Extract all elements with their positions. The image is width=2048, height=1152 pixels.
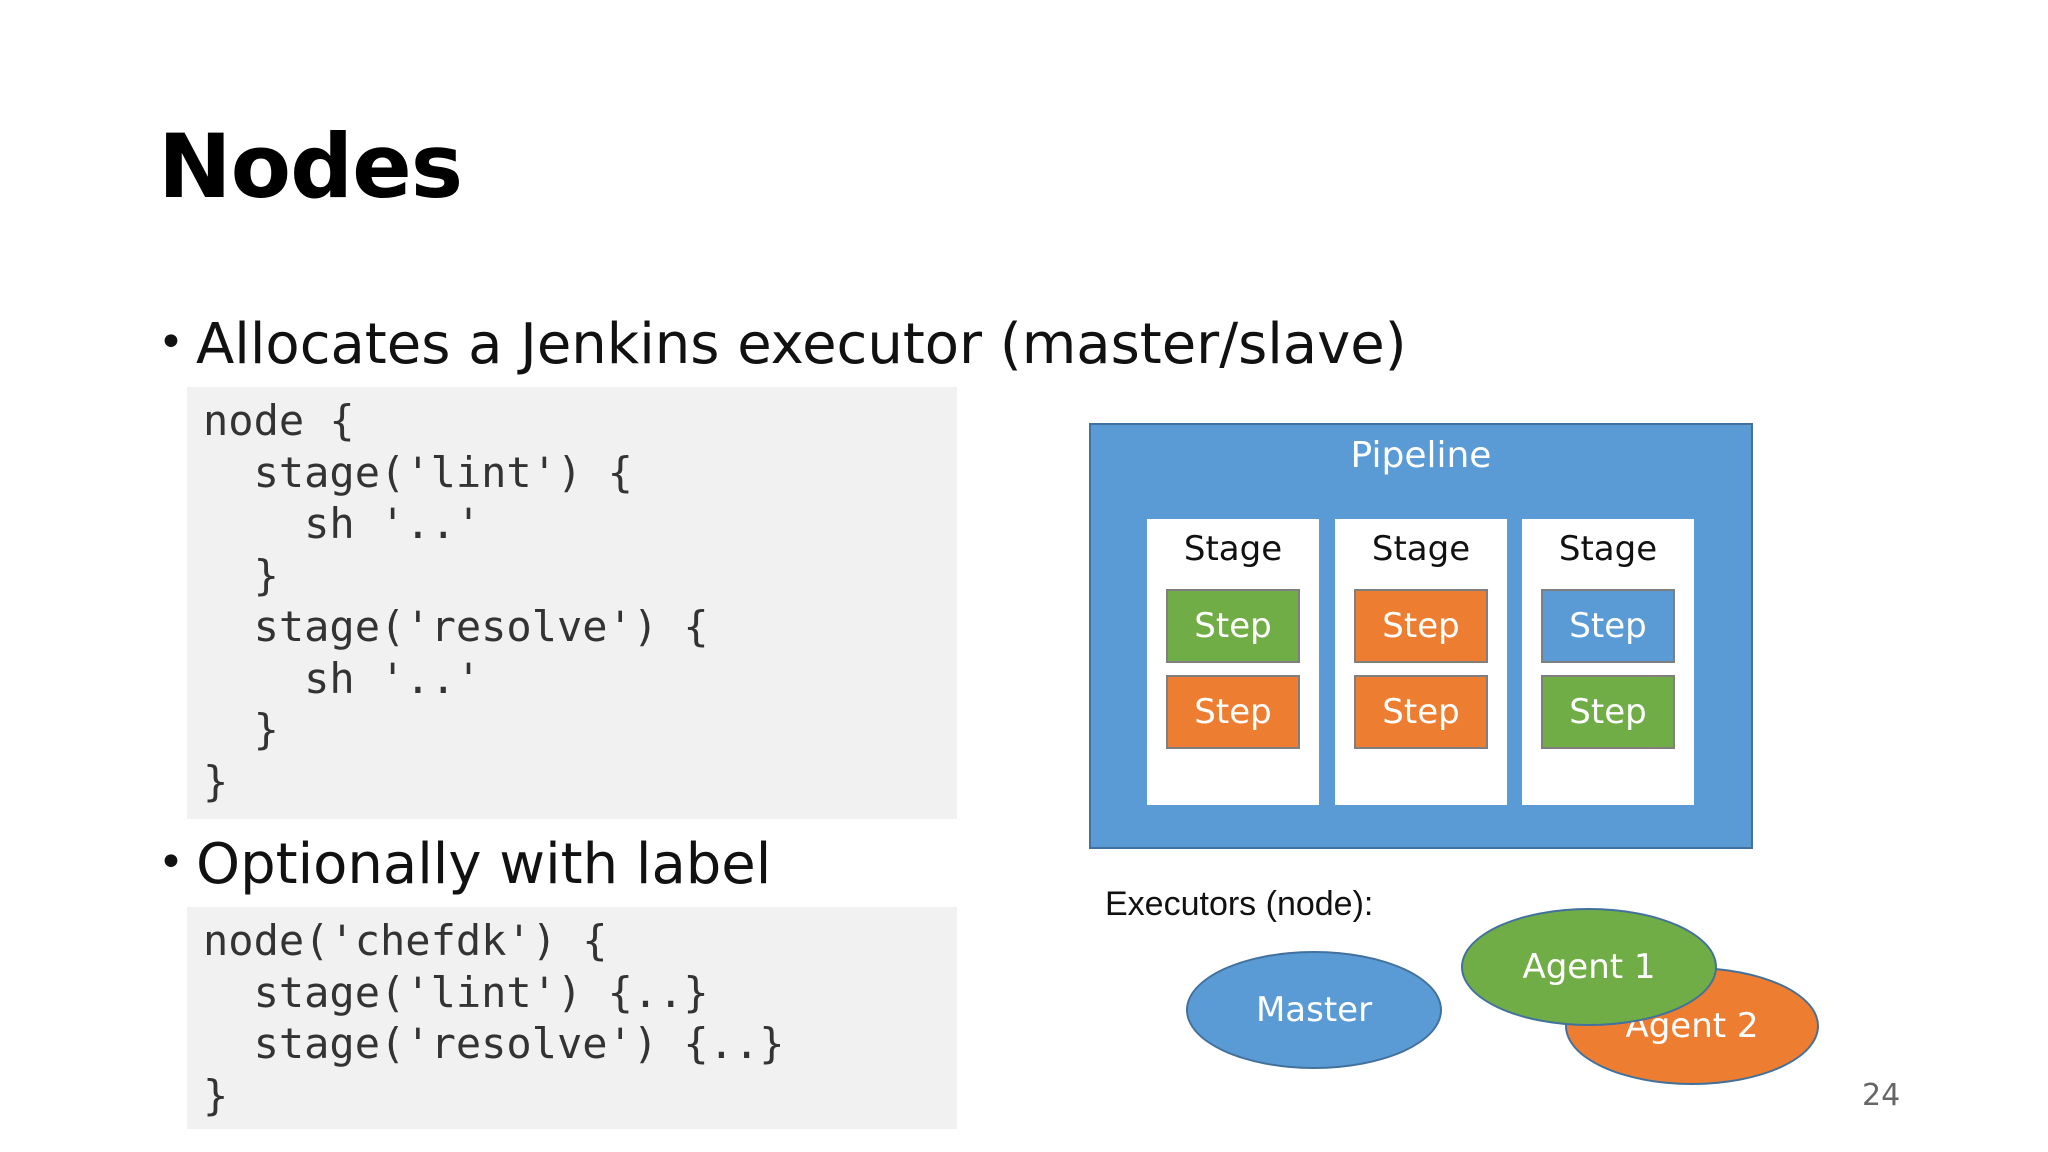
step-box: Step xyxy=(1354,675,1488,749)
bullet-dot: • xyxy=(158,317,184,368)
bullet-optional-label: •Optionally with label xyxy=(158,828,771,900)
code-block-node: node { stage('lint') { sh '..' } stage('… xyxy=(187,387,957,819)
stage-box: Stage Step Step xyxy=(1522,519,1694,805)
step-box: Step xyxy=(1541,675,1675,749)
pipeline-label: Pipeline xyxy=(1350,435,1492,476)
page-number: 24 xyxy=(1862,1078,1901,1113)
bullet-text: Optionally with label xyxy=(196,832,772,897)
executors-label: Executors (node): xyxy=(1105,885,1374,923)
stage-box: Stage Step Step xyxy=(1335,519,1507,805)
stage-label: Stage xyxy=(1371,529,1471,569)
code-line: stage('lint') {..} xyxy=(203,967,709,1017)
code-line: sh '..' xyxy=(203,499,482,548)
code-line: } xyxy=(203,756,229,806)
code-line: stage('lint') { xyxy=(203,447,633,497)
executor-agent-1: Agent 1 xyxy=(1461,908,1717,1026)
stage-label: Stage xyxy=(1558,529,1658,569)
code-line: } xyxy=(203,550,279,600)
code-line: stage('resolve') { xyxy=(203,602,709,651)
code-block-node-label: node('chefdk') { stage('lint') {..} stag… xyxy=(187,907,957,1129)
code-line: node('chefdk') { xyxy=(203,916,608,965)
pipeline-box: Pipeline Stage Step Step Stage Step Step… xyxy=(1089,423,1753,849)
slide-title: Nodes xyxy=(158,115,463,218)
executor-master: Master xyxy=(1186,951,1442,1069)
bullet-dot: • xyxy=(158,837,184,888)
code-line: } xyxy=(203,705,279,754)
bullet-text: Allocates a Jenkins executor (master/sla… xyxy=(196,312,1407,377)
step-box: Step xyxy=(1166,675,1300,749)
step-box: Step xyxy=(1166,589,1300,663)
step-box: Step xyxy=(1354,589,1488,663)
bullet-allocates-executor: •Allocates a Jenkins executor (master/sl… xyxy=(158,308,1407,380)
step-box: Step xyxy=(1541,589,1675,663)
stage-box: Stage Step Step xyxy=(1147,519,1319,805)
code-line: } xyxy=(203,1070,229,1120)
stage-label: Stage xyxy=(1183,529,1283,569)
code-line: node { xyxy=(203,396,355,445)
code-line: stage('resolve') {..} xyxy=(203,1019,785,1068)
code-line: sh '..' xyxy=(203,653,482,703)
